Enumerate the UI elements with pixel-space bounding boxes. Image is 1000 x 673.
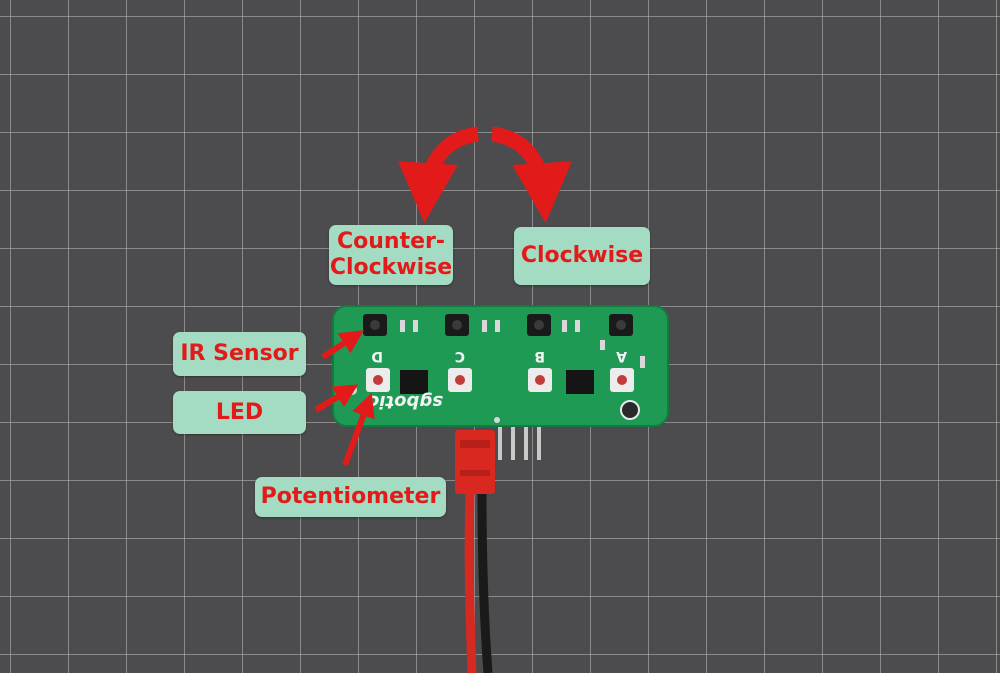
- pointer-arrows: [314, 330, 375, 467]
- ir-sensor-label: IR Sensor: [173, 332, 306, 376]
- potentiometer-row: [366, 368, 634, 392]
- smd-components: [400, 320, 645, 368]
- potentiometer-text: Potentiometer: [260, 484, 441, 509]
- counter-clockwise-label: Counter- Clockwise: [329, 225, 453, 285]
- channel-letter-a: A: [616, 348, 627, 364]
- channel-letter-c: C: [455, 348, 465, 364]
- counter-clockwise-arrow: [398, 126, 480, 223]
- led-pointer-arrow: [314, 384, 359, 413]
- channel-letter-b: B: [534, 348, 545, 364]
- counter-clockwise-text: Counter- Clockwise: [329, 229, 453, 280]
- clockwise-text: Clockwise: [520, 243, 644, 268]
- ir-sensor-row: [363, 314, 633, 336]
- power-cable: [464, 489, 493, 673]
- jst-connector: [455, 430, 495, 494]
- clockwise-label: Clockwise: [514, 227, 650, 285]
- pcb-silkscreen: D C B A sgbotic: [368, 348, 627, 412]
- ic-chips: [400, 370, 594, 394]
- ir-sensor-text: IR Sensor: [180, 341, 299, 366]
- ir-sensor-pointer-arrow: [321, 330, 365, 360]
- board-brand: sgbotic: [368, 391, 443, 412]
- potentiometer-label: Potentiometer: [255, 477, 446, 517]
- led-label: LED: [173, 391, 306, 434]
- rotation-arrows: [398, 126, 572, 223]
- potentiometer-pointer-arrow: [342, 392, 375, 467]
- clockwise-arrow: [490, 126, 572, 223]
- channel-letter-d: D: [371, 348, 383, 364]
- led-text: LED: [215, 399, 264, 425]
- pcb-board: [332, 305, 669, 427]
